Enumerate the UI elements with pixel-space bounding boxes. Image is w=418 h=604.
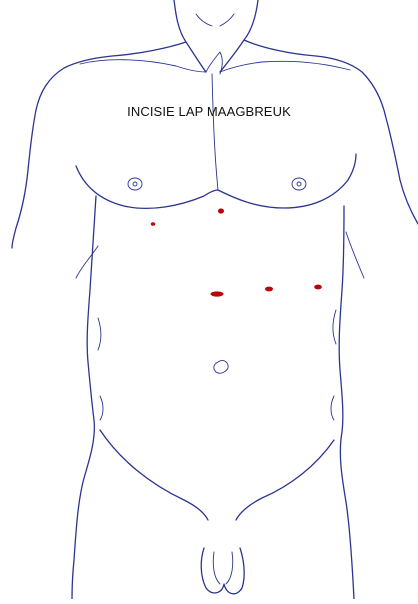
groin-left-line <box>100 430 208 520</box>
collar-dots <box>196 14 234 26</box>
right-torso-side <box>339 206 354 599</box>
left-nipple-icon <box>128 178 142 190</box>
throat-line <box>206 52 222 74</box>
left-shoulder <box>12 42 186 248</box>
incision-mark-xiphoid <box>218 208 224 213</box>
sternum-line <box>212 74 218 190</box>
incision-mark-left-subcostal <box>151 222 155 226</box>
right-nipple-icon <box>292 178 306 190</box>
incision-marks <box>151 208 322 296</box>
right-arm-inner <box>346 232 364 278</box>
left-waist-marks <box>98 318 103 420</box>
incision-mark-right-mid <box>314 285 322 290</box>
right-clavicle <box>220 61 350 72</box>
groin-right-line <box>236 440 334 520</box>
left-clavicle <box>80 60 206 72</box>
incision-mark-left-mid <box>211 291 224 296</box>
genital-outline <box>201 548 244 594</box>
left-arm-inner <box>76 246 98 278</box>
neck-right-line <box>220 0 258 72</box>
neck-left-line <box>174 0 206 72</box>
left-torso-side <box>72 196 96 599</box>
chest-left-pectoral <box>76 166 218 208</box>
navel-icon <box>214 361 228 374</box>
diagram-title: INCISIE LAP MAAGBREUK <box>0 104 418 119</box>
chest-right-pectoral <box>218 154 356 208</box>
right-waist-marks <box>331 310 336 420</box>
genital-inner <box>213 552 233 584</box>
incision-mark-center-mid <box>265 287 273 292</box>
